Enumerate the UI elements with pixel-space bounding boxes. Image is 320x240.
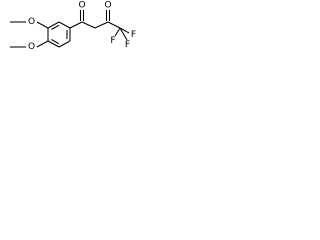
bond bbox=[58, 40, 71, 48]
atom-label-o2: O bbox=[28, 42, 35, 52]
bond bbox=[47, 40, 60, 48]
methoxy-groups: O O bbox=[10, 17, 49, 52]
bond bbox=[114, 27, 121, 37]
atom-label-o3: O bbox=[78, 1, 85, 11]
atom-label-o4: O bbox=[104, 1, 111, 11]
trifluoromethyl-group: F F F bbox=[110, 27, 136, 50]
bond bbox=[36, 21, 49, 29]
aromatic-inner-bond bbox=[51, 24, 60, 30]
bond bbox=[119, 27, 130, 34]
bond bbox=[81, 21, 96, 29]
atom-label-f1: F bbox=[131, 30, 136, 40]
atom-label-f2: F bbox=[110, 36, 115, 46]
chemical-structure-diagram: O O O O F F F bbox=[10, 1, 136, 52]
bond bbox=[36, 40, 49, 48]
bond bbox=[107, 21, 121, 29]
bond bbox=[58, 21, 71, 29]
bond bbox=[69, 21, 83, 29]
bond bbox=[47, 21, 60, 29]
bond bbox=[119, 27, 128, 41]
atom-label-o1: O bbox=[28, 17, 35, 27]
atom-label-f3: F bbox=[125, 40, 130, 50]
diketone-chain: O O bbox=[69, 1, 121, 29]
aromatic-inner-bond bbox=[51, 39, 60, 45]
benzene-ring bbox=[47, 21, 71, 48]
bond bbox=[94, 21, 109, 29]
